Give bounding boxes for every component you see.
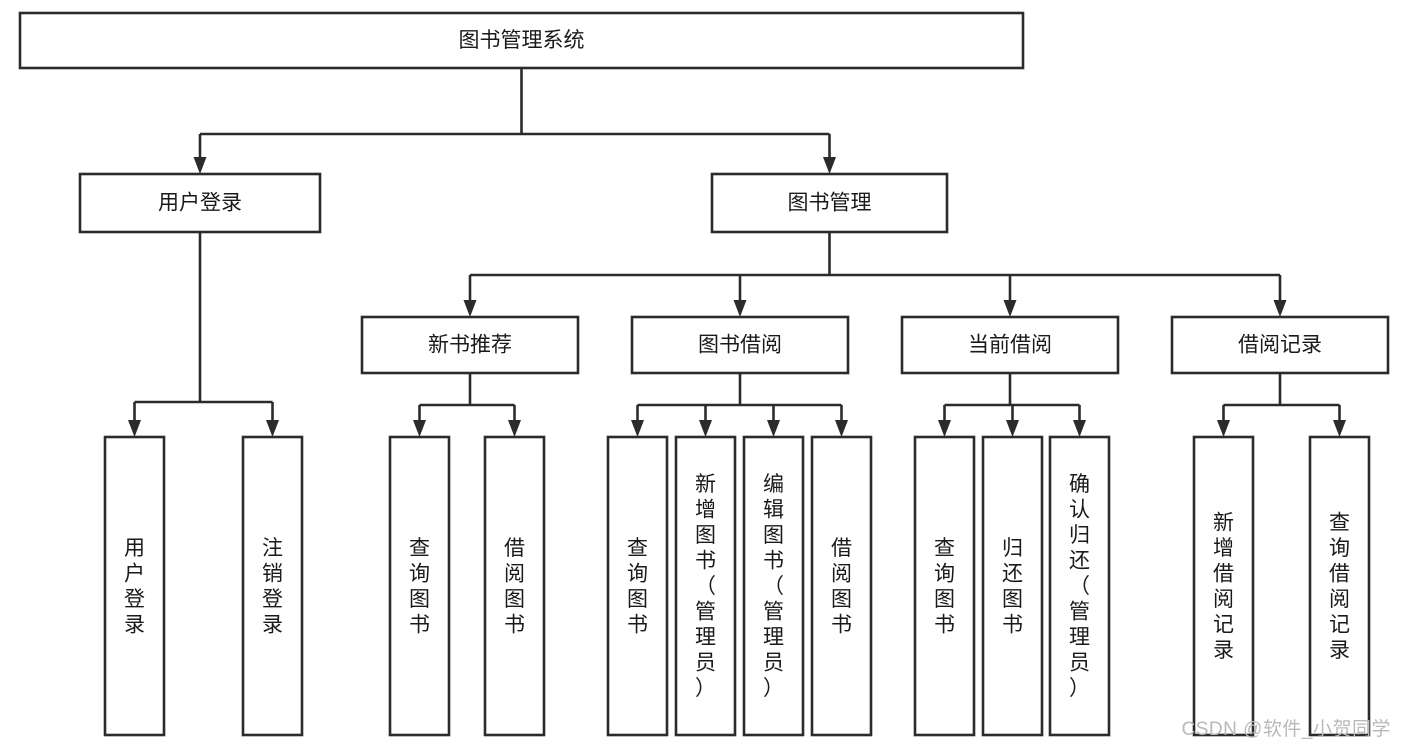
node-box [360, 315, 580, 375]
node-box [1170, 315, 1390, 375]
arrow-head-icon [463, 300, 477, 317]
node-l2-record[interactable]: 借阅记录 [1170, 315, 1390, 375]
node-label: 新增图书（管理员） [695, 473, 716, 700]
arrow-head-icon [938, 420, 951, 437]
node-label: 借阅记录 [1238, 334, 1322, 357]
node-box [103, 435, 166, 737]
node-l3-b-add[interactable]: 新增图书（管理员） [674, 435, 737, 737]
arrow-head-icon [823, 157, 836, 174]
arrow-head-icon [1073, 420, 1086, 437]
node-box [742, 435, 805, 737]
arrow-head-icon [1217, 420, 1230, 437]
arrow-head-icon [266, 420, 279, 437]
node-label: 用户登录 [124, 537, 145, 637]
node-box [606, 435, 669, 737]
node-l3-user-login[interactable]: 用户登录 [103, 435, 166, 737]
node-label: 用户登录 [158, 192, 242, 215]
node-label: 借阅图书 [831, 537, 852, 637]
connector-layer [128, 68, 1346, 437]
watermark-label: CSDN @软件_小贺同学 [1181, 719, 1391, 740]
arrow-head-icon [835, 420, 848, 437]
arrow-head-icon [1333, 420, 1346, 437]
node-box [981, 435, 1044, 737]
node-label: 归还图书 [1002, 537, 1023, 637]
node-l3-r-query[interactable]: 查询借阅记录 [1308, 435, 1371, 737]
node-label: 借阅图书 [504, 537, 525, 637]
node-box [1048, 435, 1111, 737]
node-label: 当前借阅 [968, 334, 1052, 357]
node-label: 注销登录 [262, 537, 283, 637]
arrow-head-icon [1003, 300, 1017, 317]
node-label: 图书管理系统 [459, 29, 585, 52]
node-l3-r-add[interactable]: 新增借阅记录 [1192, 435, 1255, 737]
node-label: 编辑图书（管理员） [763, 473, 784, 700]
arrow-head-icon [767, 420, 780, 437]
node-box [241, 435, 304, 737]
arrow-head-icon [631, 420, 644, 437]
node-l3-b-edit[interactable]: 编辑图书（管理员） [742, 435, 805, 737]
node-l3-b-borrow[interactable]: 借阅图书 [810, 435, 873, 737]
node-l3-c-confirm[interactable]: 确认归还（管理员） [1048, 435, 1111, 737]
node-box [710, 172, 949, 234]
node-box [1308, 435, 1371, 737]
node-label: 图书借阅 [698, 334, 782, 357]
node-l3-b-query[interactable]: 查询图书 [606, 435, 669, 737]
node-box [674, 435, 737, 737]
node-box [483, 435, 546, 737]
node-l2-current[interactable]: 当前借阅 [900, 315, 1120, 375]
node-l2-borrow[interactable]: 图书借阅 [630, 315, 850, 375]
node-label: 确认归还（管理员） [1069, 473, 1090, 700]
node-box [810, 435, 873, 737]
node-l3-new-query[interactable]: 查询图书 [388, 435, 451, 737]
node-root[interactable]: 图书管理系统 [18, 11, 1025, 70]
node-l3-new-borrow[interactable]: 借阅图书 [483, 435, 546, 737]
arrow-head-icon [1273, 300, 1287, 317]
node-label: 图书管理 [788, 192, 872, 215]
node-box [388, 435, 451, 737]
node-l1-book[interactable]: 图书管理 [710, 172, 949, 234]
arrow-head-icon [733, 300, 747, 317]
node-box [78, 172, 322, 234]
node-label: 查询图书 [934, 537, 955, 637]
node-l3-c-return[interactable]: 归还图书 [981, 435, 1044, 737]
node-label: 查询图书 [627, 537, 648, 637]
arrow-head-icon [413, 420, 426, 437]
node-box [630, 315, 850, 375]
node-box [1192, 435, 1255, 737]
arrow-head-icon [1006, 420, 1019, 437]
arrow-head-icon [699, 420, 712, 437]
arrow-head-icon [508, 420, 521, 437]
node-box [18, 11, 1025, 70]
node-label: 新增借阅记录 [1213, 511, 1234, 662]
node-box [900, 315, 1120, 375]
node-l2-new[interactable]: 新书推荐 [360, 315, 580, 375]
node-label: 查询借阅记录 [1329, 511, 1350, 662]
node-label: 查询图书 [409, 537, 430, 637]
node-l3-c-query[interactable]: 查询图书 [913, 435, 976, 737]
node-label: 新书推荐 [428, 334, 512, 357]
node-l3-user-logout[interactable]: 注销登录 [241, 435, 304, 737]
node-box [913, 435, 976, 737]
arrow-head-icon [128, 420, 141, 437]
node-l1-user[interactable]: 用户登录 [78, 172, 322, 234]
arrow-head-icon [193, 157, 207, 174]
node-layer: 图书管理系统用户登录图书管理新书推荐图书借阅当前借阅借阅记录用户登录注销登录查询… [18, 11, 1390, 737]
